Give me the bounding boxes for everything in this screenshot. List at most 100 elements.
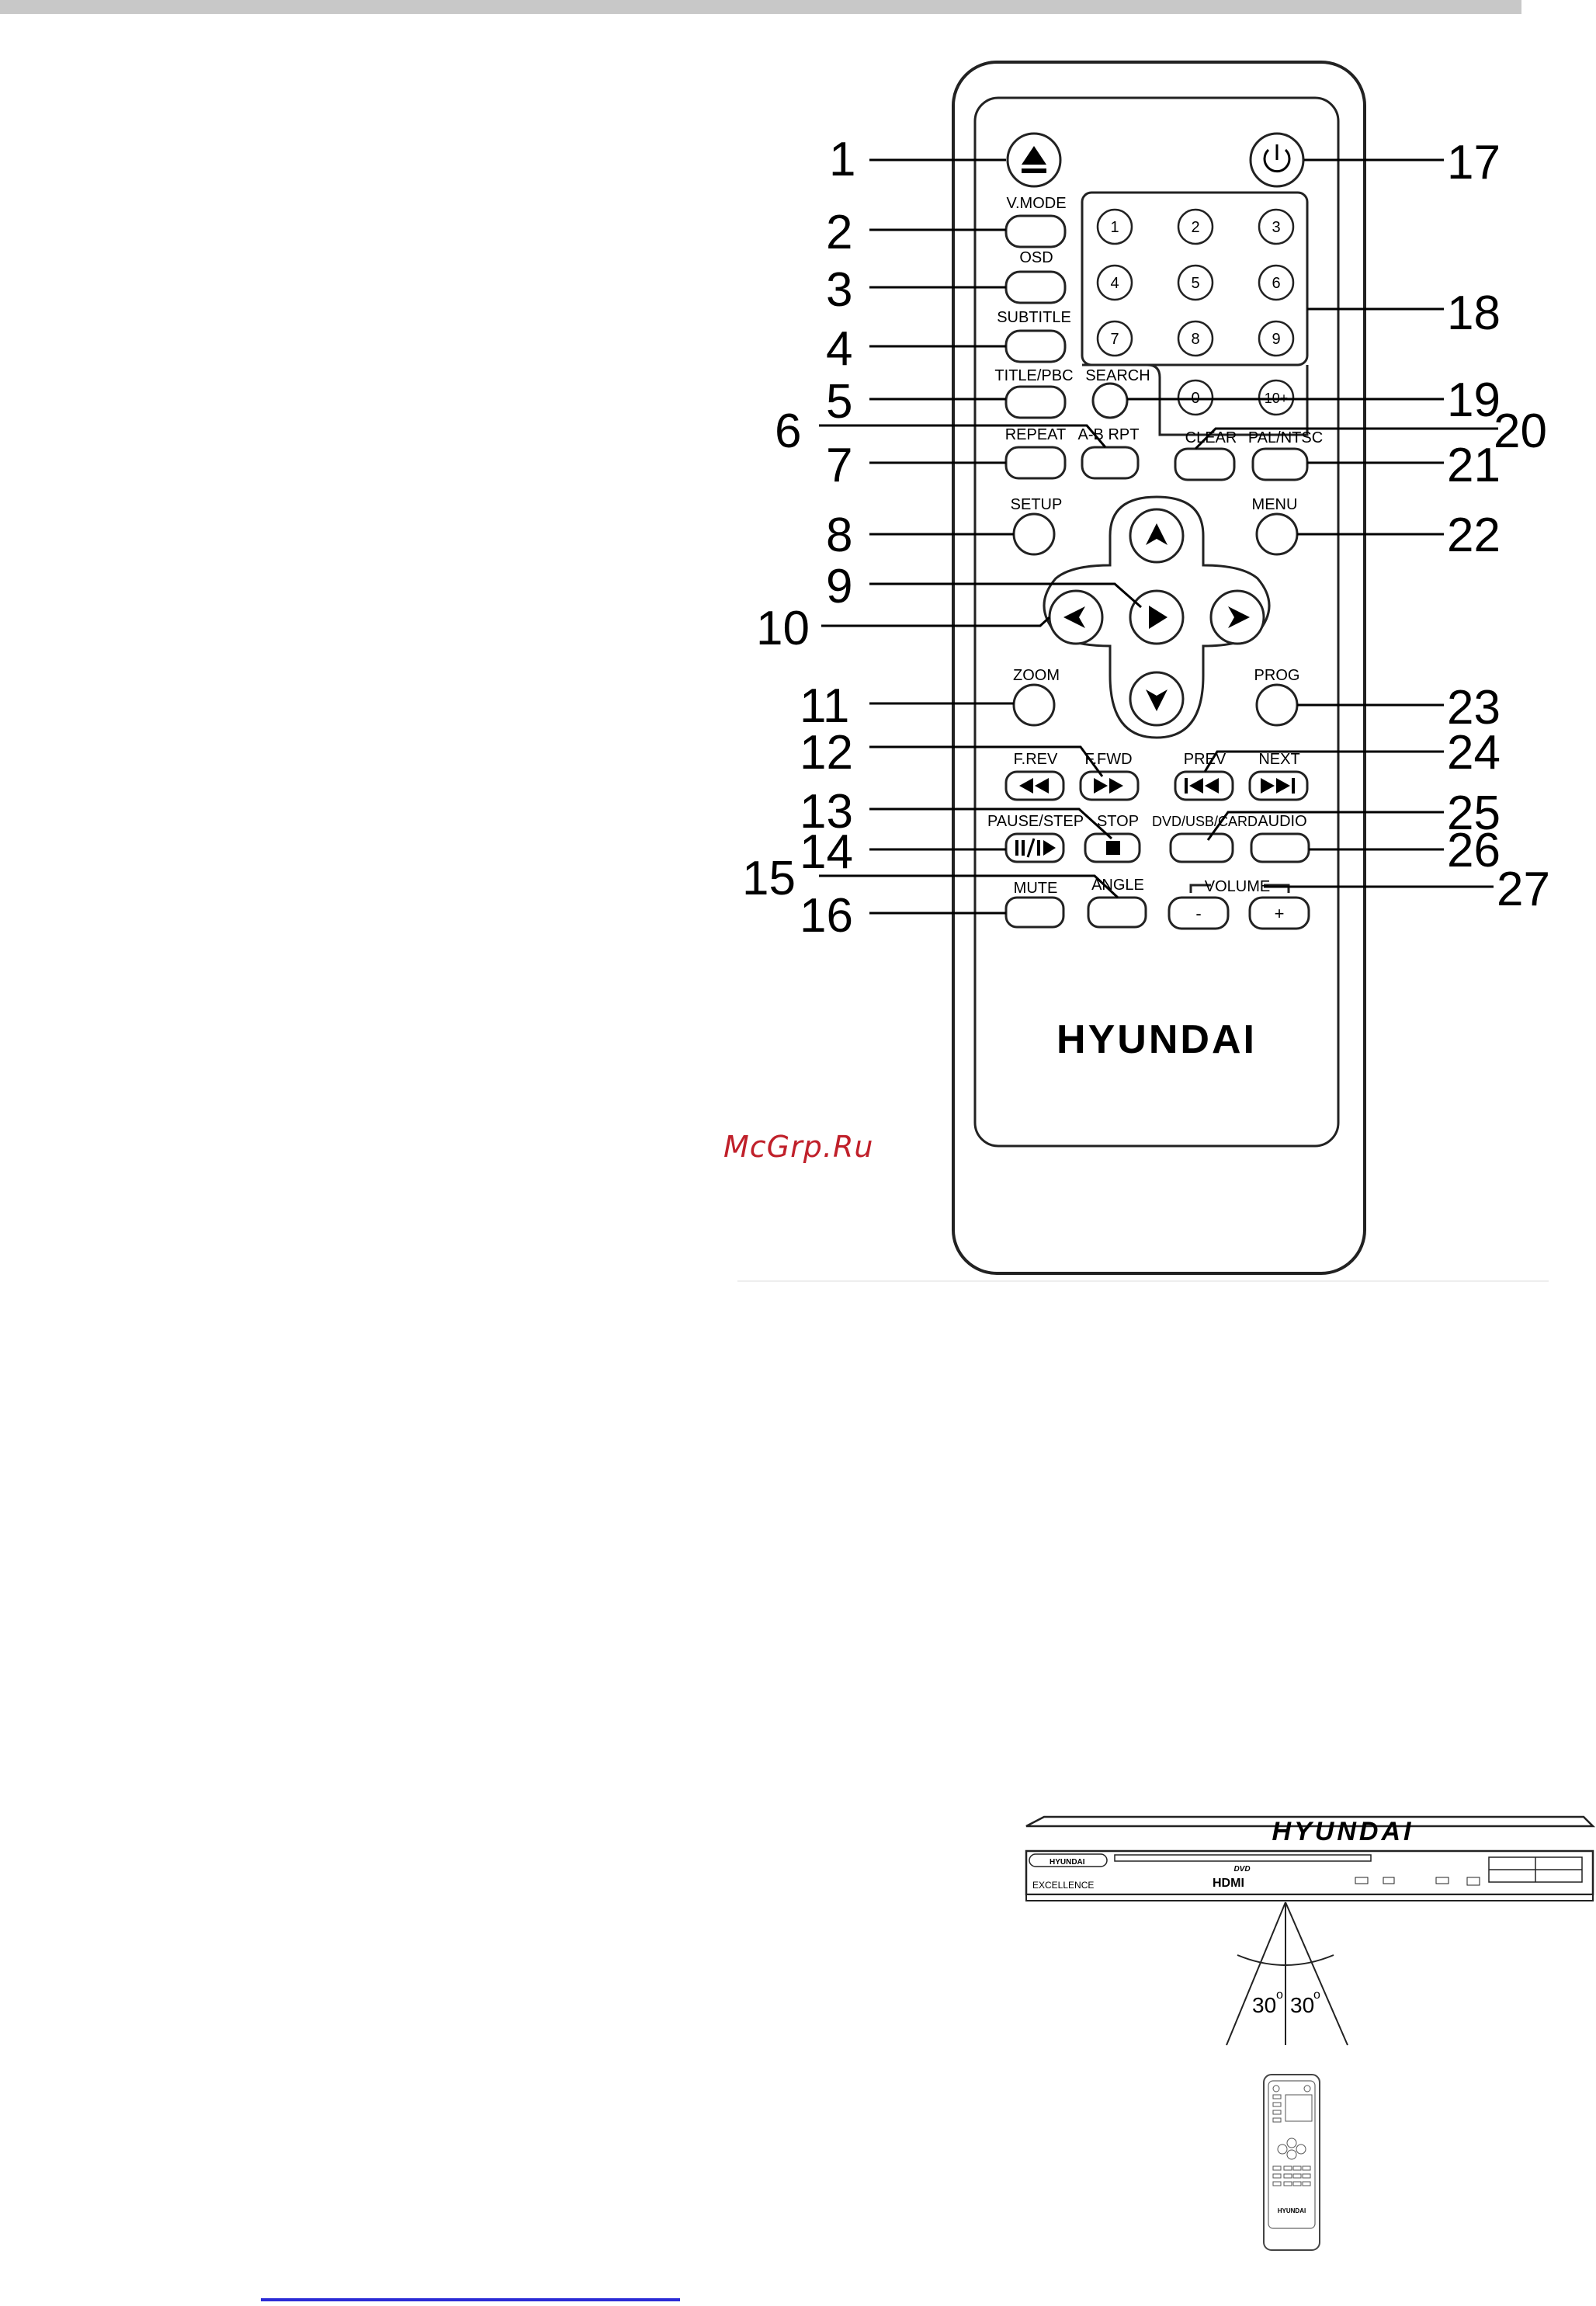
callout-7: 7 [826, 439, 852, 492]
svg-text:PREV: PREV [1184, 751, 1226, 768]
callout-23: 23 [1447, 681, 1501, 735]
digit-button[interactable]: 7 [1096, 320, 1133, 357]
prev-button[interactable]: PREV [1174, 751, 1234, 801]
svg-text:AUDIO: AUDIO [1258, 813, 1306, 830]
dvd-usb-card-button[interactable]: DVD/USB/CARD [1152, 814, 1258, 863]
callout-10: 10 [756, 602, 810, 655]
callout-21: 21 [1447, 439, 1501, 492]
svg-text:PAL/NTSC: PAL/NTSC [1248, 429, 1323, 446]
power-icon [1263, 148, 1291, 173]
player-top-brand: HYUNDAI [1272, 1817, 1414, 1846]
volume-down-button[interactable]: - [1168, 896, 1230, 930]
setup-button[interactable]: SETUP [1011, 496, 1063, 556]
header-bar [0, 0, 1521, 14]
callout-3: 3 [826, 263, 852, 317]
eject-button[interactable] [1006, 132, 1062, 188]
arrow-up-icon [1146, 523, 1168, 545]
digit-button[interactable]: 5 [1177, 264, 1214, 301]
callout-8: 8 [826, 509, 852, 562]
mini-remote: HYUNDAI [1263, 2074, 1320, 2251]
svg-text:9: 9 [1272, 331, 1280, 348]
svg-text:TITLE/PBC: TITLE/PBC [994, 367, 1073, 384]
callout-24: 24 [1447, 726, 1501, 780]
digit-button[interactable]: 2 [1177, 208, 1214, 245]
right-button[interactable] [1209, 589, 1265, 645]
svg-text:5: 5 [1191, 275, 1199, 292]
volume-group: VOLUME [1189, 878, 1290, 895]
digit-button[interactable]: 1 [1096, 208, 1133, 245]
remote-brand: HYUNDAI [1056, 1017, 1257, 1062]
clear-button[interactable]: CLEAR [1174, 429, 1237, 481]
power-button[interactable] [1249, 132, 1305, 188]
svg-text:NEXT: NEXT [1258, 751, 1299, 768]
callout-12: 12 [800, 726, 853, 780]
next-icon [1261, 778, 1295, 794]
repeat-button[interactable]: REPEAT [1004, 426, 1067, 480]
pal-ntsc-button[interactable]: PAL/NTSC [1248, 429, 1323, 481]
title-pbc-button[interactable]: TITLE/PBC [994, 367, 1074, 419]
svg-text:CLEAR: CLEAR [1185, 429, 1237, 446]
next-button[interactable]: NEXT [1248, 751, 1309, 801]
digit-button[interactable]: 6 [1258, 264, 1295, 301]
angle-right-label: 30 [1290, 1993, 1314, 2017]
svg-text:2: 2 [1191, 219, 1199, 236]
digit-button[interactable]: 10+ [1258, 379, 1295, 416]
left-button[interactable] [1048, 589, 1104, 645]
volume-up-button[interactable]: + [1248, 896, 1310, 930]
svg-text:VOLUME: VOLUME [1205, 878, 1270, 895]
digit-button[interactable]: 8 [1177, 320, 1214, 357]
callout-2: 2 [826, 206, 852, 259]
enter-button[interactable] [1129, 589, 1185, 645]
svg-text:OSD: OSD [1019, 249, 1053, 266]
callout-22: 22 [1447, 509, 1501, 562]
dvd-player: HYUNDAI HYUNDAI DVD EXCELLENCE HDMI [1025, 1815, 1596, 1901]
digit-button[interactable]: 9 [1258, 320, 1295, 357]
svg-text:HDMI: HDMI [1213, 1877, 1244, 1890]
down-button[interactable] [1129, 671, 1185, 727]
mute-button[interactable]: MUTE [1004, 880, 1065, 929]
svg-text:8: 8 [1191, 331, 1199, 348]
svg-text:7: 7 [1110, 331, 1119, 348]
fast-forward-icon [1094, 778, 1123, 794]
stop-button[interactable]: STOP [1084, 813, 1141, 863]
callout-20: 20 [1494, 405, 1547, 458]
svg-text:3: 3 [1272, 219, 1280, 236]
svg-text:ANGLE: ANGLE [1091, 877, 1144, 894]
callout-11: 11 [800, 679, 849, 733]
digit-button[interactable]: 4 [1096, 264, 1133, 301]
ffwd-button[interactable]: F.FWD [1079, 751, 1140, 801]
digit-button[interactable]: 0 [1177, 379, 1214, 416]
up-button[interactable] [1129, 508, 1185, 564]
search-button[interactable]: SEARCH [1085, 367, 1150, 419]
osd-button[interactable]: OSD [1004, 249, 1067, 304]
pause-step-button[interactable]: PAUSE/STEP [987, 813, 1084, 863]
angle-button[interactable]: ANGLE [1087, 877, 1147, 929]
callout-25: 25 [1447, 787, 1501, 840]
callout-5: 5 [826, 375, 852, 429]
svg-text:6: 6 [1272, 275, 1280, 292]
numpad: 1 2 3 4 5 6 7 8 9 0 10+ [1096, 208, 1295, 416]
svg-text:F.REV: F.REV [1014, 751, 1058, 768]
callout-13: 13 [800, 785, 853, 839]
stop-icon [1106, 841, 1120, 855]
svg-text:DVD/USB/CARD: DVD/USB/CARD [1152, 814, 1258, 829]
ab-rpt-button[interactable]: A-B RPT [1078, 426, 1140, 480]
frev-button[interactable]: F.REV [1004, 751, 1065, 801]
svg-text:SETUP: SETUP [1011, 496, 1063, 513]
callout-6: 6 [775, 405, 801, 458]
callout-17: 17 [1447, 136, 1501, 189]
prog-button[interactable]: PROG [1254, 667, 1300, 727]
watermark: McGrp.Ru [723, 1130, 874, 1164]
eject-icon [1022, 146, 1046, 165]
callout-15: 15 [742, 852, 796, 905]
zoom-button[interactable]: ZOOM [1012, 667, 1060, 727]
svg-text:SUBTITLE: SUBTITLE [997, 309, 1071, 326]
svg-text:DVD: DVD [1233, 1865, 1250, 1874]
svg-text:SEARCH: SEARCH [1085, 367, 1150, 384]
vmode-button[interactable]: V.MODE [1004, 195, 1067, 248]
digit-button[interactable]: 3 [1258, 208, 1295, 245]
audio-button[interactable]: AUDIO [1250, 813, 1310, 863]
svg-text:MUTE: MUTE [1014, 880, 1058, 897]
